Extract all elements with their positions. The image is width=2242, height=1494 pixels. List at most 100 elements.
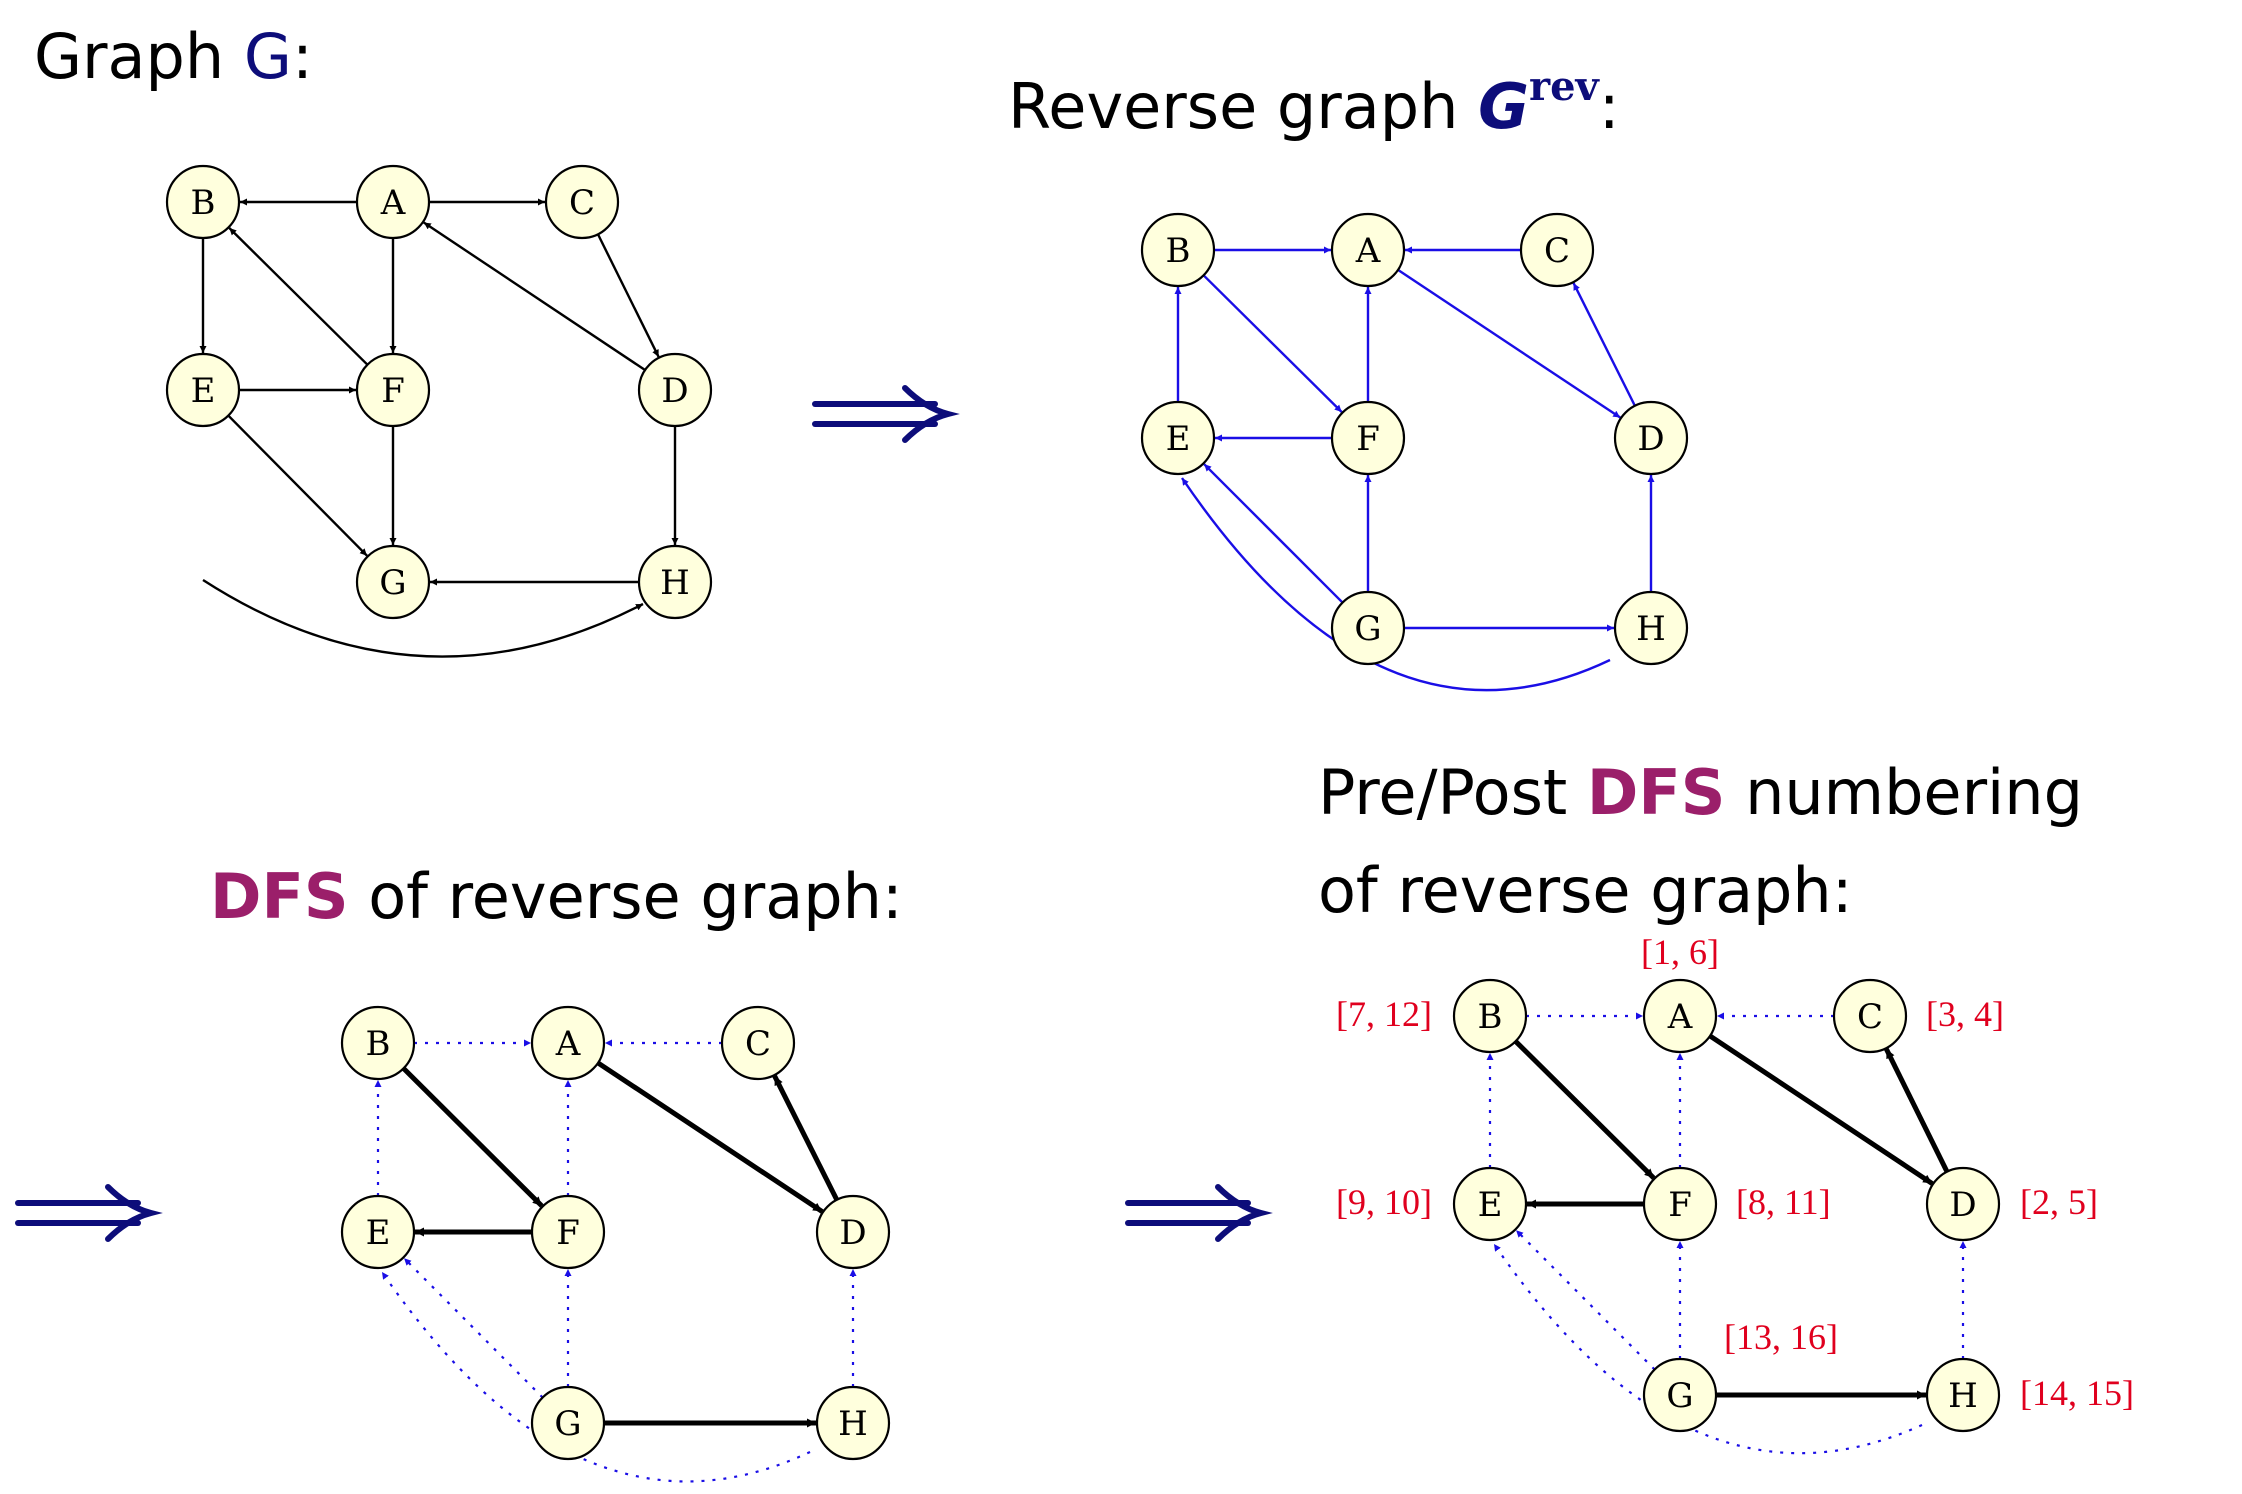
panel3-node-F-label: F (556, 1213, 580, 1253)
panel2-title-sup: rev (1529, 63, 1601, 110)
panel1-node-A-label: A (380, 183, 406, 223)
implies-arrow-3 (1125, 1184, 1273, 1242)
panel1-node-F: F (355, 352, 431, 428)
panel2-node-E-label: E (1166, 419, 1191, 459)
panel2-node-C-label: C (1544, 231, 1570, 271)
panel1-title: Graph G: (34, 20, 313, 93)
panel4-label-C: [3, 4] (1926, 994, 2004, 1034)
panel3-edge-A-D (596, 1060, 824, 1214)
panel3-node-C-circle (720, 1005, 796, 1081)
panel3-node-D: D (815, 1194, 891, 1270)
panel4-node-H-circle (1925, 1357, 2001, 1433)
panel4-node-A: A (1642, 978, 1718, 1054)
panel3-title-dfs: DFS (210, 860, 348, 933)
panel4-label-D: [2, 5] (2020, 1182, 2098, 1222)
panel2-title: Reverse graph Grev: (1008, 63, 1620, 143)
panel2-edges (1174, 246, 1655, 692)
panel3-node-F: F (530, 1194, 606, 1270)
panel3-node-G-label: G (554, 1404, 581, 1444)
panel3-node-A-label: A (555, 1024, 581, 1064)
panel3-edges (374, 1039, 857, 1483)
panel4-node-E-label: E (1478, 1185, 1503, 1225)
panel4-node-E-circle (1452, 1166, 1528, 1242)
panel2-nodes: A B C D E F G H (1140, 212, 1689, 666)
panel3-node-H-label: H (838, 1404, 868, 1444)
panel2-edge-B-F (1202, 274, 1343, 413)
panel1-node-H-circle (637, 544, 713, 620)
panel4-node-A-circle (1642, 978, 1718, 1054)
panel4-label-H: [14, 15] (2020, 1373, 2134, 1413)
panel2-edge-H-E (1181, 477, 1611, 692)
panel1-node-C: C (544, 164, 620, 240)
panel1-node-A-circle (355, 164, 431, 240)
implies-arrow-2 (15, 1184, 163, 1242)
panel2-node-B-circle (1140, 212, 1216, 288)
panel4-node-E: E (1452, 1166, 1528, 1242)
panel4-node-F-circle (1642, 1166, 1718, 1242)
panel2-node-A: A (1330, 212, 1406, 288)
panel2-edge-A-D (1397, 268, 1621, 419)
panel3-node-E: E (340, 1194, 416, 1270)
panel2-node-E-circle (1140, 400, 1216, 476)
panel3-node-H: H (815, 1385, 891, 1461)
panel1-title-text: Graph (34, 20, 244, 93)
panel3-title: DFS of reverse graph: (210, 860, 903, 933)
panel1-edge-F-B (228, 227, 369, 366)
panel4-label-E: [9, 10] (1336, 1182, 1432, 1222)
panel2-node-C: C (1519, 212, 1595, 288)
panel1-node-B-label: B (191, 183, 216, 223)
panel2-node-H: H (1613, 590, 1689, 666)
panel3-node-E-circle (340, 1194, 416, 1270)
panel2-title-colon: : (1599, 70, 1620, 143)
panel4-node-H: H (1925, 1357, 2001, 1433)
panel1-edge-E-H (202, 578, 644, 658)
panel3-node-A: A (530, 1005, 606, 1081)
panel1-edge-E-G (227, 414, 368, 557)
panel4-label-A: [1, 6] (1641, 932, 1719, 972)
panel2-node-G-circle (1330, 590, 1406, 666)
panel4-title-line1: Pre/Post DFS numbering (1318, 756, 2083, 829)
panel1-node-C-circle (544, 164, 620, 240)
panel2-edge-D-C (1572, 282, 1636, 407)
panel1-node-G-circle (355, 544, 431, 620)
panel2-node-F-label: F (1356, 419, 1380, 459)
panel1-node-D-circle (637, 352, 713, 428)
panel4-node-D: D (1925, 1166, 2001, 1242)
panel2-node-D: D (1613, 400, 1689, 476)
panel2-node-G: G (1330, 590, 1406, 666)
panel4-label-B: [7, 12] (1336, 994, 1432, 1034)
panel3-edge-H-E (381, 1271, 811, 1483)
panel4-edges (1486, 1012, 1967, 1455)
panel3-title-rest: of reverse graph: (348, 860, 902, 933)
panel3-node-E-label: E (366, 1213, 391, 1253)
panel4-label-G: [13, 16] (1724, 1317, 1838, 1357)
panel1-node-F-label: F (381, 371, 405, 411)
panel3-edge-D-C (772, 1074, 840, 1201)
panel3-node-B-circle (340, 1005, 416, 1081)
panel2-title-text: Reverse graph (1008, 70, 1478, 143)
panel4-node-G: G (1642, 1357, 1718, 1433)
panel4-node-D-circle (1925, 1166, 2001, 1242)
panel1-node-E-label: E (191, 371, 216, 411)
panel1-edges (199, 198, 679, 658)
panel2-node-B-label: B (1166, 231, 1191, 271)
panel1-node-A: A (355, 164, 431, 240)
panel1-node-E: E (165, 352, 241, 428)
panel4-node-B: B (1452, 978, 1528, 1054)
panel4-node-D-label: D (1949, 1185, 1976, 1225)
panel1-edge-C-D (596, 233, 660, 358)
panel4-title-dfs: DFS (1587, 756, 1725, 829)
panel4-title-pre: Pre/Post (1318, 756, 1587, 829)
panel1-node-H-label: H (660, 563, 690, 603)
panel4-edge-D-C (1884, 1048, 1950, 1173)
panel4-edge-A-D (1708, 1033, 1934, 1186)
panel1-edge-D-A (423, 221, 646, 372)
panel3-node-G: G (530, 1385, 606, 1461)
panel4-node-C-circle (1832, 978, 1908, 1054)
panel1-node-H: H (637, 544, 713, 620)
panel3-node-C-label: C (745, 1024, 771, 1064)
panel1-title-var: G (244, 20, 292, 93)
panel4-edge-H-E (1493, 1243, 1923, 1455)
panel4-edge-B-F (1513, 1039, 1656, 1180)
